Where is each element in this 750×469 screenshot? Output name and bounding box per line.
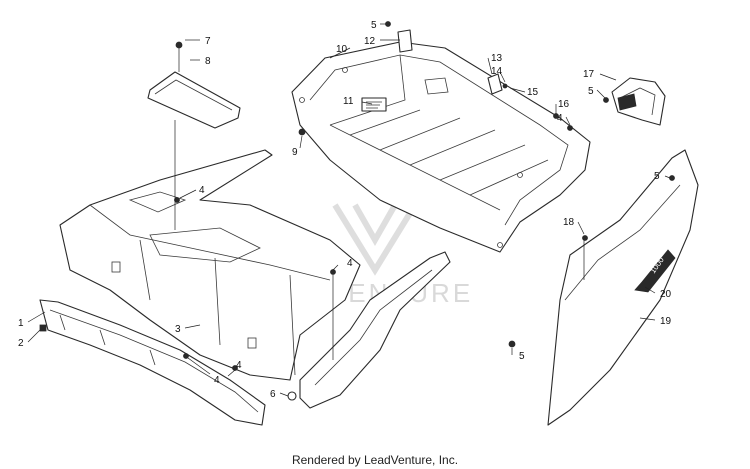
bracket — [397, 29, 413, 53]
callout-4a: 4 — [199, 185, 205, 196]
callout-2: 2 — [18, 338, 24, 349]
callout-4e: 4 — [236, 360, 242, 371]
callout-20: 20 — [660, 289, 672, 300]
fasteners — [174, 21, 675, 371]
side-panel-left — [547, 149, 699, 426]
screw-7 — [175, 41, 183, 49]
callout-1: 1 — [18, 318, 24, 329]
rear-body-panel — [59, 149, 361, 381]
callout-5a: 5 — [371, 20, 377, 31]
callout-17: 17 — [583, 69, 595, 80]
rear-trim — [39, 299, 266, 426]
callout-labels: 1 2 3 4 4 4 4 4 5 5 5 5 6 7 8 9 10 11 12… — [18, 20, 672, 400]
callout-12: 12 — [364, 36, 376, 47]
callout-4c: 4 — [557, 113, 563, 124]
callout-18: 18 — [563, 217, 575, 228]
storage-tub — [291, 41, 591, 253]
callout-16: 16 — [558, 99, 570, 110]
callout-9: 9 — [292, 147, 298, 158]
callout-10: 10 — [336, 44, 348, 55]
tail-light-assembly — [611, 77, 666, 126]
latch — [487, 73, 508, 95]
callout-5b: 5 — [588, 86, 594, 97]
callout-13: 13 — [491, 53, 503, 64]
callout-19: 19 — [660, 316, 672, 327]
decal-1000 — [634, 249, 676, 293]
callout-5c: 5 — [654, 171, 660, 182]
callout-14: 14 — [491, 66, 503, 77]
leader-lines — [27, 23, 671, 397]
warning-label — [361, 97, 387, 112]
grommet — [287, 391, 297, 401]
callout-5d: 5 — [519, 351, 525, 362]
clip-2 — [39, 324, 47, 332]
callout-8: 8 — [205, 56, 211, 67]
side-panel-right — [299, 251, 451, 409]
callout-7: 7 — [205, 36, 211, 47]
watermark-logo — [332, 203, 418, 276]
footer-credit: Rendered by LeadVenture, Inc. — [291, 453, 459, 467]
callout-15: 15 — [527, 87, 539, 98]
top-cover — [147, 71, 241, 129]
callout-4b: 4 — [347, 258, 353, 269]
callout-6: 6 — [270, 389, 276, 400]
callout-3: 3 — [175, 324, 181, 335]
callout-11: 11 — [343, 96, 354, 107]
callout-4d: 4 — [214, 375, 220, 386]
